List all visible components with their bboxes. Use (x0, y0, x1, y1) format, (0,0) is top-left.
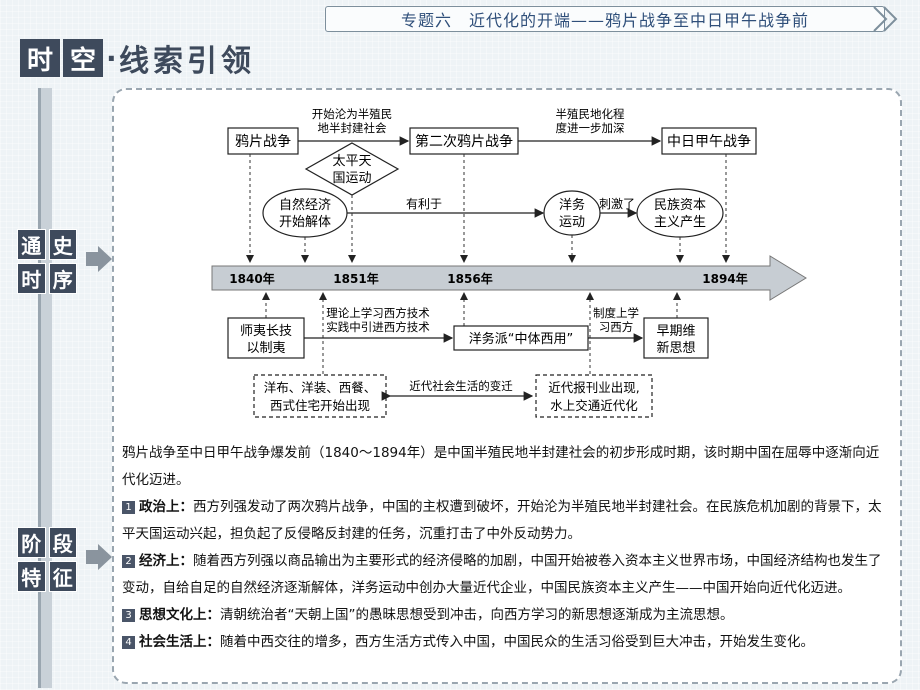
life-left-box (253, 374, 387, 418)
summary-item: 4 社会生活上：随着中西交往的增多，西方生活方式传入中国，中国民众的生活习俗受到巨… (122, 629, 892, 656)
early-reform-box (643, 317, 709, 359)
arrow2-label-line1: 半殖民地化程 (556, 107, 625, 121)
sidebar-char: 段 (48, 527, 77, 558)
number-badge: 2 (122, 555, 135, 568)
shiyi-line1: 师夷长技 (240, 323, 292, 339)
sidebar-char: 特 (17, 561, 46, 592)
item-text: 西方列强发动了两次鸦片战争，中国的主权遭到破坏，开始沦为半殖民地半封建社会。在民… (122, 499, 882, 542)
arrow-right-icon (86, 544, 112, 570)
content-panel (112, 88, 902, 684)
sidebar-block-features: 阶 段 特 征 (14, 524, 80, 592)
natural-economy-line2: 开始解体 (279, 215, 331, 230)
favorable-label: 有利于 (406, 197, 442, 211)
year-1840: 1840年 (229, 271, 274, 286)
sidebar-char: 通 (17, 229, 46, 260)
year-1851: 1851年 (333, 271, 378, 286)
stage-summary: 鸦片战争至中日甲午战争爆发前（1840～1894年）是中国半殖民地半封建社会的初… (122, 440, 892, 656)
year-1894: 1894年 (702, 271, 747, 286)
stimulated-label: 刺激了 (599, 197, 635, 211)
summary-item: 1 政治上：西方列强发动了两次鸦片战争，中国的主权遭到破坏，开始沦为半殖民地半封建… (122, 494, 892, 548)
item-text: 随着中西交往的增多，西方生活方式传入中国，中国民众的生活习俗受到巨大冲击，开始发… (220, 634, 814, 650)
theory-label-line1: 理论上学习西方技术 (326, 306, 430, 320)
item-label: 经济上： (139, 553, 193, 569)
section-banner: 时 空 · 线索引领 (20, 38, 255, 79)
yangwu-pai-label: 洋务派“中体西用” (469, 331, 573, 347)
shiyi-line2: 以制夷 (246, 340, 285, 356)
summary-item: 3 思想文化上：清朝统治者“天朝上国”的愚昧思想受到冲击，向西方学习的新思想逐渐成… (122, 602, 892, 629)
national-capital-line1: 民族资本 (654, 197, 706, 213)
westernization-line2: 运动 (559, 215, 585, 230)
life-right-line1: 近代报刊业出现, (548, 380, 639, 395)
taiping-diamond (304, 142, 400, 196)
event-opium-war: 鸦片战争 (235, 133, 291, 150)
life-right-box (535, 374, 653, 418)
arrow2-label-line2: 度进一步加深 (556, 121, 625, 135)
natural-economy-line1: 自然经济 (279, 197, 331, 213)
event-second-opium-war: 第二次鸦片战争 (415, 133, 513, 150)
life-left-line2: 西式住宅开始出现 (270, 398, 370, 413)
summary-intro: 鸦片战争至中日甲午战争爆发前（1840～1894年）是中国半殖民地半封建社会的初… (122, 445, 880, 488)
event-sino-japanese-war: 中日甲午战争 (667, 134, 751, 150)
event-box-sino-japanese-war (661, 127, 757, 155)
header-chevron-icon (873, 6, 898, 32)
taiping-line2: 国运动 (332, 171, 371, 186)
chapter-title: 专题六 近代化的开端——鸦片战争至中日甲午战争前 (400, 11, 809, 30)
item-label: 政治上： (139, 499, 193, 515)
number-badge: 3 (122, 609, 135, 622)
item-text: 清朝统治者“天朝上国”的愚昧思想受到冲击，向西方学习的新思想逐渐成为主流思想。 (220, 607, 734, 623)
arrow1-label-line2: 地半封建社会 (318, 121, 387, 135)
item-label: 思想文化上： (139, 607, 220, 623)
sidebar-char: 史 (48, 229, 77, 260)
early-reform-line2: 新思想 (656, 340, 695, 356)
system-label-line1: 制度上学 (593, 306, 639, 320)
history-diagram: 鸦片战争 第二次鸦片战争 中日甲午战争 开始沦为半殖民 地半封建社会 半殖民地化… (211, 107, 807, 418)
taiping-line1: 太平天 (332, 154, 371, 169)
sidebar-char: 阶 (17, 527, 46, 558)
item-label: 社会生活上： (139, 634, 220, 650)
banner-char: 空 (63, 39, 103, 77)
item-text: 随着西方列强以商品输出为主要形式的经济侵略的加剧，中国开始被卷入资本主义世界市场… (122, 553, 882, 596)
sidebar-char: 序 (48, 263, 77, 294)
summary-item: 2 经济上：随着西方列强以商品输出为主要形式的经济侵略的加剧，中国开始被卷入资本主… (122, 548, 892, 602)
banner-char: 时 (20, 39, 60, 77)
arrow1-label-line1: 开始沦为半殖民 (312, 107, 393, 121)
year-1856: 1856年 (447, 271, 492, 286)
national-capital-line2: 主义产生 (654, 215, 706, 230)
sidebar-char: 时 (17, 263, 46, 294)
number-badge: 4 (122, 636, 135, 649)
theory-label-line2: 实践中引进西方技术 (326, 320, 430, 334)
life-label: 近代社会生活的变迁 (409, 379, 513, 393)
yangwu-pai-box (453, 325, 589, 351)
westernization-line1: 洋务 (559, 197, 585, 213)
system-label-line2: 习西方 (599, 320, 634, 334)
number-badge: 1 (122, 501, 135, 514)
timeline-arrow (211, 255, 807, 301)
life-left-line1: 洋布、洋装、西餐、 (264, 380, 377, 395)
shiyi-box (227, 317, 305, 359)
sidebar-char: 征 (48, 561, 77, 592)
life-right-line2: 水上交通近代化 (550, 398, 638, 413)
early-reform-line1: 早期维 (656, 324, 695, 339)
banner-dot: · (106, 41, 117, 75)
chapter-header: 专题六 近代化的开端——鸦片战争至中日甲午战争前 (325, 6, 885, 32)
arrow-right-icon (86, 246, 112, 272)
banner-title: 线索引领 (119, 44, 255, 79)
sidebar-block-timeline: 通 史 时 序 (14, 226, 80, 294)
